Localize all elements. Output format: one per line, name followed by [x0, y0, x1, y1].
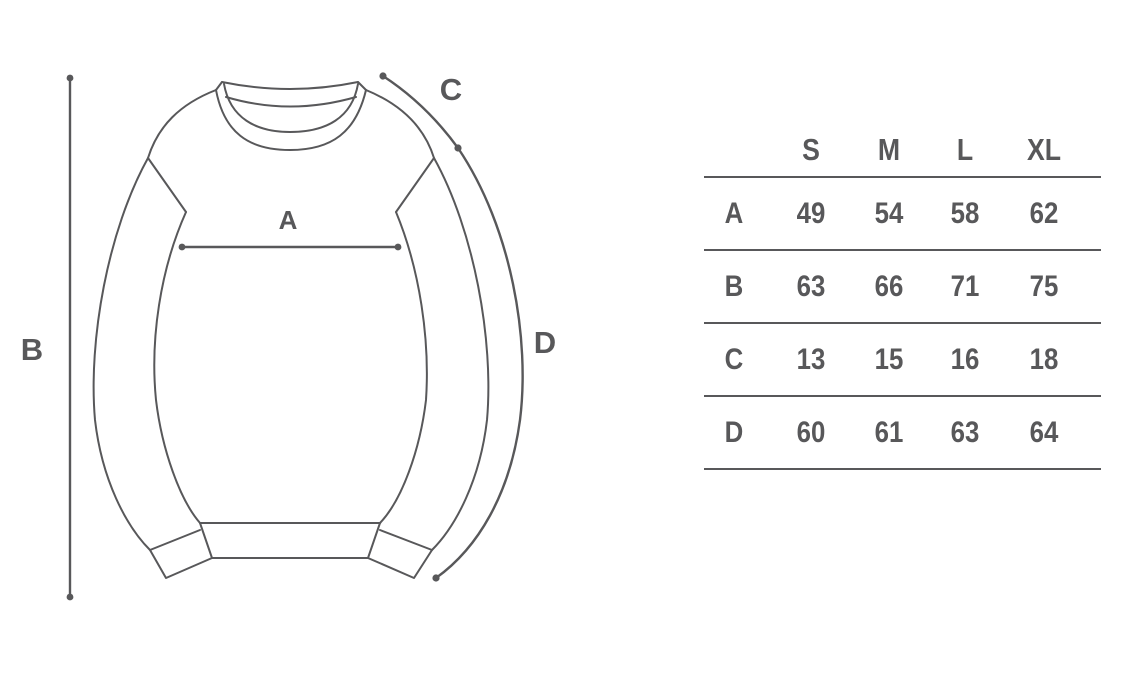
dimension-c-label: C — [440, 72, 462, 107]
table-row-c: C 13 15 16 18 — [704, 324, 1101, 397]
table-cell: 62 — [1029, 196, 1059, 230]
header-cell-s: S — [802, 132, 820, 167]
header-cell-empty — [708, 124, 760, 176]
row-label: C — [724, 342, 744, 376]
table-cell: 75 — [1029, 269, 1059, 303]
table-cell: 13 — [796, 342, 826, 376]
collar-outer — [215, 89, 367, 151]
table-cell: 63 — [950, 415, 980, 449]
table-cell: 66 — [874, 269, 904, 303]
dimension-d-label: D — [534, 325, 556, 360]
dimension-d: D — [432, 146, 556, 582]
collar-rib-line — [225, 96, 357, 108]
table-row-d: D 60 61 63 64 — [704, 397, 1101, 470]
table-row-a: A 49 54 58 62 — [704, 178, 1101, 251]
table-cell: 61 — [874, 415, 904, 449]
dimension-c: C — [379, 72, 462, 152]
table-cell: 71 — [950, 269, 980, 303]
row-label: A — [724, 196, 744, 230]
table-cell: 15 — [874, 342, 904, 376]
table-cell: 60 — [796, 415, 826, 449]
table-cell: 18 — [1029, 342, 1059, 376]
header-cell-m: M — [877, 132, 901, 167]
collar-neckline-front — [223, 83, 359, 133]
table-cell: 49 — [796, 196, 826, 230]
right-sleeve — [365, 89, 490, 579]
dimension-b-label: B — [21, 332, 43, 367]
row-label: B — [724, 269, 744, 303]
size-table: S M L XL A 49 54 58 62 B 63 66 71 75 C 1… — [704, 124, 1101, 470]
header-cell-xl: XL — [1026, 132, 1062, 167]
row-label: D — [724, 415, 744, 449]
table-row-b: B 63 66 71 75 — [704, 251, 1101, 324]
table-cell: 58 — [950, 196, 980, 230]
header-cell-l: L — [956, 132, 974, 167]
table-cell: 64 — [1029, 415, 1059, 449]
dimension-b: B — [21, 74, 74, 601]
left-sleeve-inner — [153, 211, 201, 524]
table-cell: 16 — [950, 342, 980, 376]
size-table-header: S M L XL — [704, 124, 1101, 178]
left-sleeve — [92, 89, 217, 579]
dimension-a-label: A — [279, 205, 298, 235]
sweatshirt-outline — [92, 81, 490, 579]
collar-neckline-back — [221, 81, 359, 90]
right-sleeve-inner — [379, 211, 428, 524]
table-cell: 54 — [874, 196, 904, 230]
dimension-a: A — [178, 205, 402, 251]
table-cell: 63 — [796, 269, 826, 303]
